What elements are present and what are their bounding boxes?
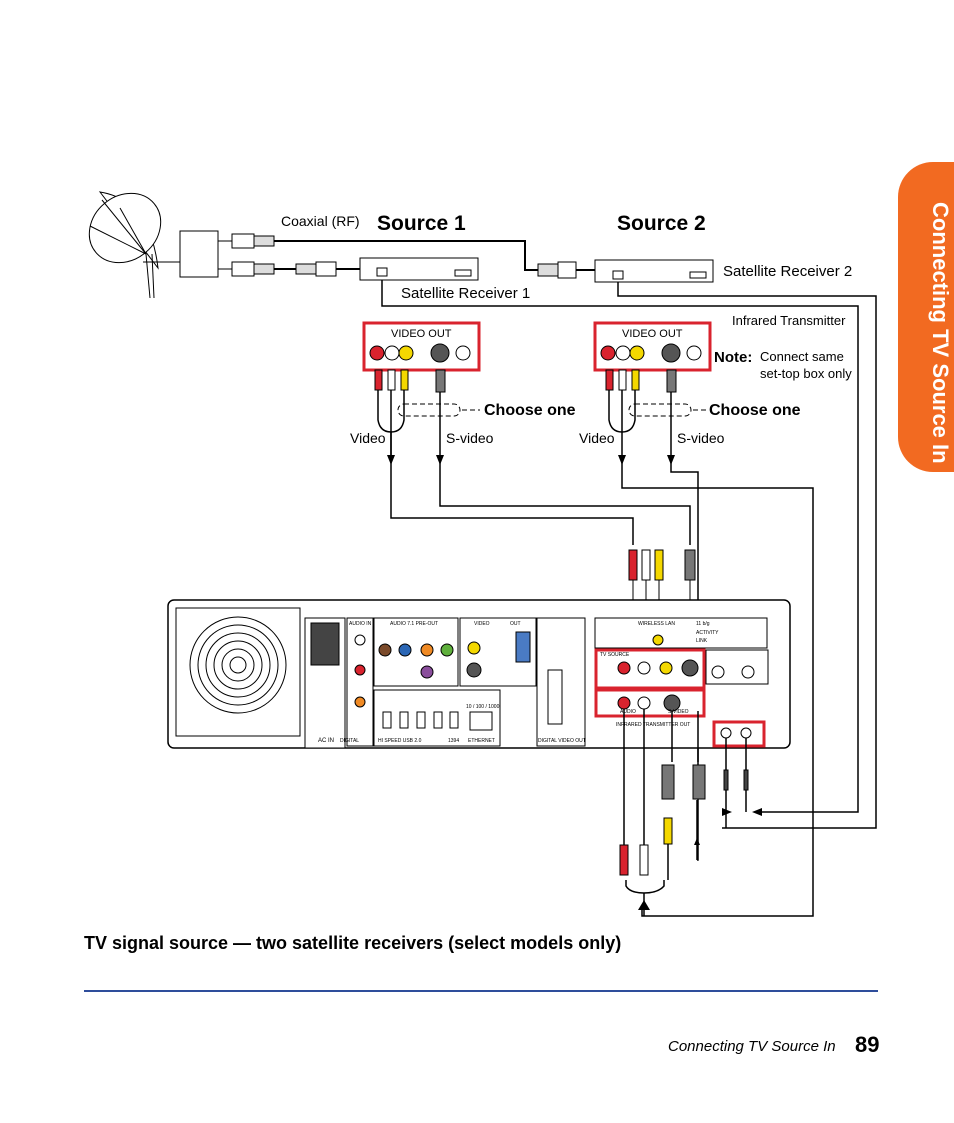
panel-activity: ACTIVITY (696, 630, 719, 636)
panel-usb: HI SPEED USB 2.0 (378, 738, 422, 744)
divider-rule (84, 990, 878, 992)
panel-ir-out: INFRARED TRANSMITTER OUT (616, 722, 690, 728)
satellite-dish-icon (88, 191, 180, 299)
source1-title: Source 1 (377, 212, 466, 235)
note-line2: set-top box only (760, 366, 852, 381)
video-out-label-1: VIDEO OUT (391, 328, 452, 340)
choose-one-2: Choose one (709, 402, 801, 419)
panel-link: LINK (696, 638, 708, 644)
receiver2-label: Satellite Receiver 2 (723, 263, 852, 280)
tv-source2-highlight (594, 688, 706, 718)
panel-ethernet: ETHERNET (468, 738, 495, 744)
source2-title: Source 2 (617, 212, 706, 235)
panel-audio: AUDIO (620, 709, 636, 715)
video-out-panel-2: VIDEO OUT (593, 321, 712, 372)
panel-eth-speed: 10 / 100 / 1000 (466, 704, 500, 710)
panel-dvo: DIGITAL VIDEO OUT (538, 738, 586, 744)
note-line1: Connect same (760, 349, 844, 364)
panel-audio-in: AUDIO IN (349, 621, 372, 627)
panel-digital: DIGITAL (340, 738, 359, 744)
coaxial-label: Coaxial (RF) (281, 213, 360, 229)
note-label: Note: (714, 349, 752, 366)
panel-1394: 1394 (448, 738, 459, 744)
panel-wlan: WIRELESS LAN (638, 621, 675, 627)
tv-source-highlight (594, 648, 706, 690)
section-tab (898, 162, 954, 472)
choose-one-1: Choose one (484, 402, 576, 419)
coax-connector-icon (231, 233, 577, 279)
tv-source-plugs (628, 549, 696, 600)
video-label-2: Video (579, 430, 615, 446)
video-out-panel-1: VIDEO OUT (362, 321, 481, 372)
page-number: 89 (855, 1032, 880, 1057)
panel-tv-source-1: TV SOURCE (600, 652, 630, 658)
panel-bg: 11 b/g (696, 621, 710, 627)
satellite-receiver-2 (594, 259, 714, 283)
svideo-label-2: S-video (677, 430, 725, 446)
section-tab-label: Connecting TV Source In (928, 202, 953, 464)
lower-plugs (619, 764, 749, 876)
ir-transmitter-label: Infrared Transmitter (732, 313, 846, 328)
footer-section: Connecting TV Source In (668, 1038, 836, 1055)
lnb-box (179, 230, 219, 278)
panel-audio71: AUDIO 7.1 PRE-OUT (390, 621, 438, 627)
video-out-label-2: VIDEO OUT (622, 328, 683, 340)
panel-ac-in: AC IN (318, 738, 334, 744)
rca-plugs-1 (374, 369, 446, 393)
panel-video: VIDEO (474, 621, 490, 627)
figure-caption: TV signal source — two satellite receive… (84, 933, 622, 953)
satellite-receiver-1 (359, 257, 479, 281)
receiver1-label: Satellite Receiver 1 (401, 285, 530, 302)
rca-plugs-2 (605, 369, 677, 393)
panel-out: OUT (510, 621, 521, 627)
video-label-1: Video (350, 430, 386, 446)
pc-back-panel: AC IN AUDIO IN AUDIO 7.1 PRE-OUT VIDEO O… (167, 599, 791, 749)
ir-out-highlight (712, 720, 766, 748)
svideo-label-1: S-video (446, 430, 494, 446)
panel-svideo: S-VIDEO (668, 709, 689, 715)
